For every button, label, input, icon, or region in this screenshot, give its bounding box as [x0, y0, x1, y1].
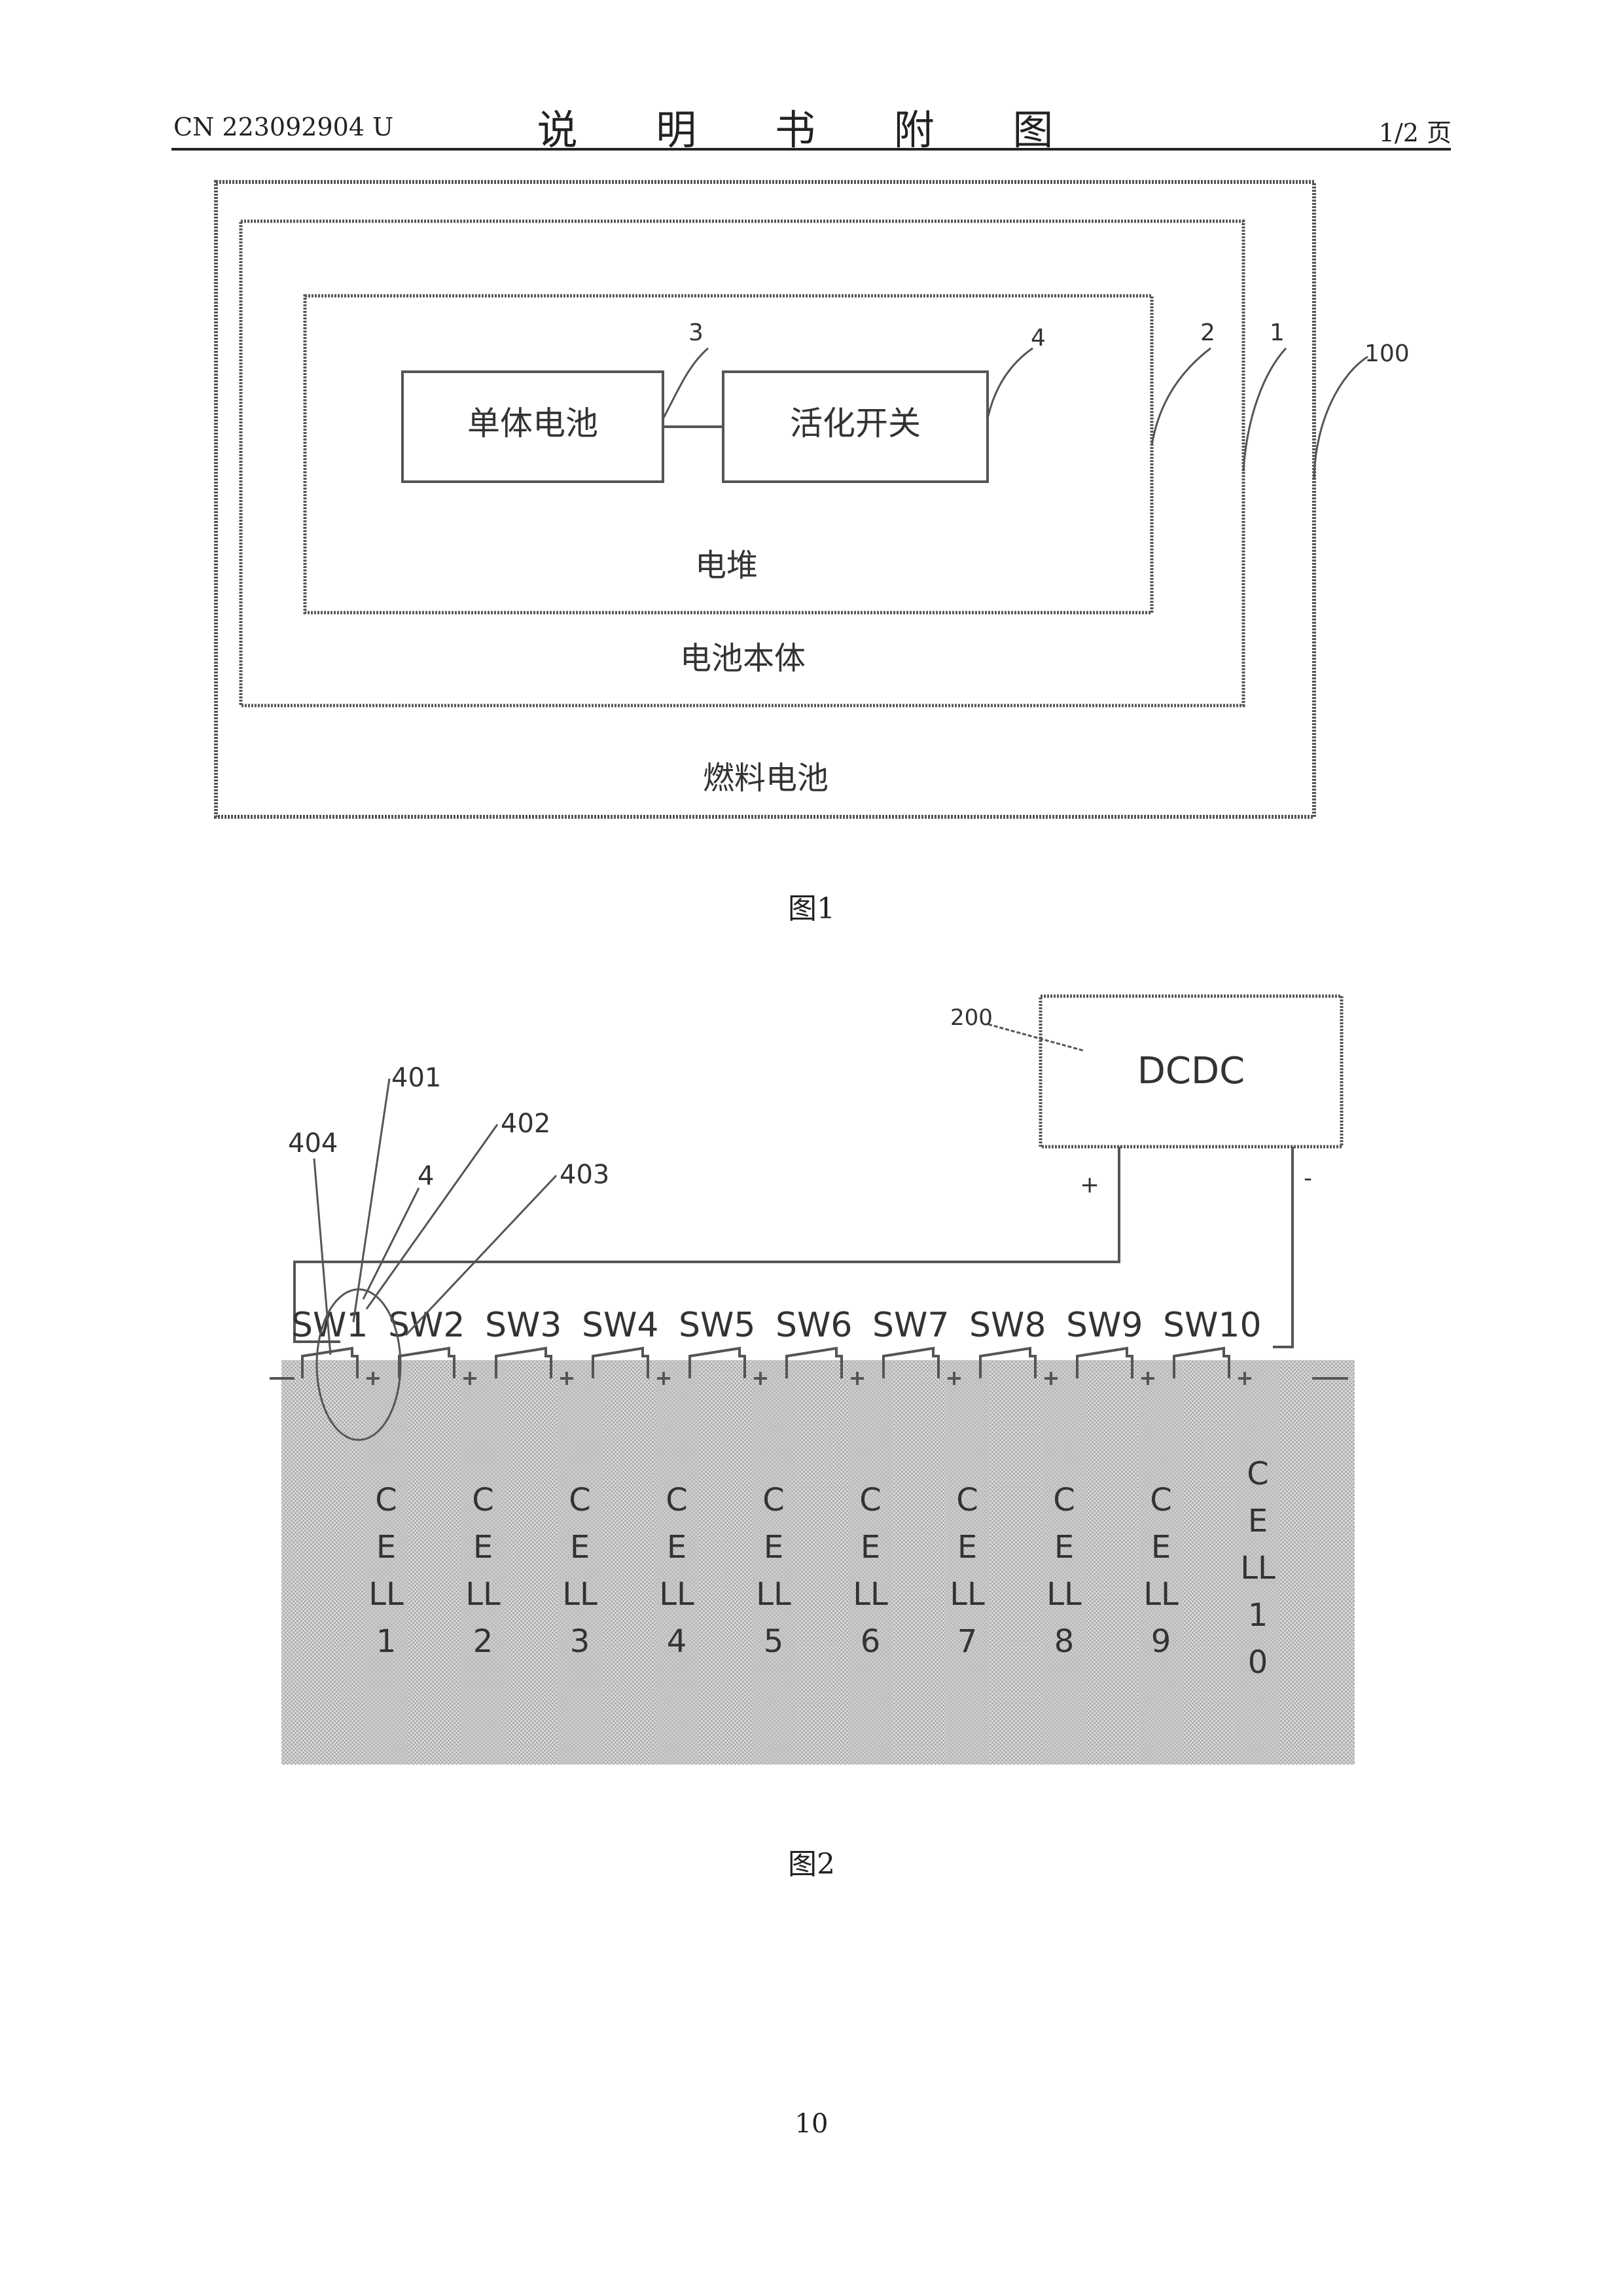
cell-label-6-char-1: C [859, 1482, 882, 1518]
cell-label-8-char-3: LL [1046, 1576, 1082, 1613]
cell-label-10-char-1: C [1247, 1456, 1269, 1492]
cell-label-7-char-1: C [956, 1482, 978, 1518]
cell-label-2-char-2: E [473, 1529, 493, 1566]
cell-label-10-char-3: LL [1240, 1550, 1275, 1587]
ref-404: 404 [288, 1128, 338, 1158]
cell-label-5-char-4: 5 [764, 1623, 784, 1660]
cell-label-8-char-4: 8 [1054, 1623, 1075, 1660]
cell-label-2-char-3: LL [465, 1576, 501, 1613]
ref-403: 403 [560, 1160, 609, 1190]
cell-label-10-char-2: E [1248, 1503, 1268, 1539]
cell-label-10-char-5: 0 [1248, 1644, 1268, 1681]
ref-4-fig2: 4 [418, 1161, 434, 1191]
cell-label-8-char-2: E [1054, 1529, 1074, 1566]
cell-label-1-char-1: C [375, 1482, 397, 1518]
cell-label-4-char-3: LL [659, 1576, 694, 1613]
cell-label-7-char-2: E [957, 1529, 977, 1566]
cell-label-5-char-3: LL [756, 1576, 791, 1613]
negative-wire [1273, 1147, 1293, 1347]
switch-label-8: SW8 [969, 1306, 1046, 1345]
cell-label-10-char-4: 1 [1248, 1597, 1268, 1634]
switch-label-7: SW7 [872, 1306, 950, 1345]
cell-label-1-char-4: 1 [376, 1623, 397, 1660]
cell-array-background [281, 1360, 1355, 1765]
switch-label-4: SW4 [582, 1306, 659, 1345]
cell-label-7-char-3: LL [950, 1576, 985, 1613]
cell-label-4-char-4: 4 [667, 1623, 687, 1660]
dcdc-minus-sign: - [1304, 1165, 1312, 1192]
cell-label-3-char-1: C [569, 1482, 591, 1518]
switch-label-3: SW3 [485, 1306, 562, 1345]
switch-label-10: SW10 [1163, 1306, 1262, 1345]
cell-label-2-char-4: 2 [473, 1623, 493, 1660]
switch-label-6: SW6 [776, 1306, 853, 1345]
cell-label-1-char-3: LL [368, 1576, 404, 1613]
switch-label-5: SW5 [679, 1306, 756, 1345]
switch-label-9: SW9 [1066, 1306, 1143, 1345]
dcdc-plus-sign: + [1080, 1172, 1099, 1198]
cell-label-5-char-2: E [764, 1529, 783, 1566]
cell-label-4-char-1: C [666, 1482, 688, 1518]
cell-label-2-char-1: C [472, 1482, 494, 1518]
cell-label-3-char-3: LL [562, 1576, 597, 1613]
leader-line-402 [366, 1124, 497, 1309]
cell-label-6-char-4: 6 [861, 1623, 881, 1660]
cell-label-9-char-4: 9 [1151, 1623, 1171, 1660]
ref-200: 200 [950, 1005, 993, 1031]
cell-label-6-char-3: LL [853, 1576, 888, 1613]
cell-label-9-char-3: LL [1143, 1576, 1179, 1613]
cell-label-1-char-2: E [376, 1529, 396, 1566]
cell-label-8-char-1: C [1053, 1482, 1075, 1518]
cell-label-7-char-4: 7 [957, 1623, 978, 1660]
cell-label-4-char-2: E [667, 1529, 687, 1566]
ref-402: 402 [501, 1109, 550, 1139]
cell-label-5-char-1: C [762, 1482, 785, 1518]
page-number: 10 [0, 2109, 1623, 2139]
cell-label-9-char-1: C [1150, 1482, 1172, 1518]
switch-label-2: SW2 [388, 1306, 465, 1345]
cell-label-3-char-4: 3 [570, 1623, 590, 1660]
ref-401: 401 [391, 1063, 441, 1093]
cell-label-6-char-2: E [861, 1529, 880, 1566]
cell-label-3-char-2: E [570, 1529, 590, 1566]
dcdc-label: DCDC [1137, 1050, 1245, 1092]
cell-label-9-char-2: E [1151, 1529, 1171, 1566]
figure-2-caption: 图2 [0, 1840, 1623, 1882]
